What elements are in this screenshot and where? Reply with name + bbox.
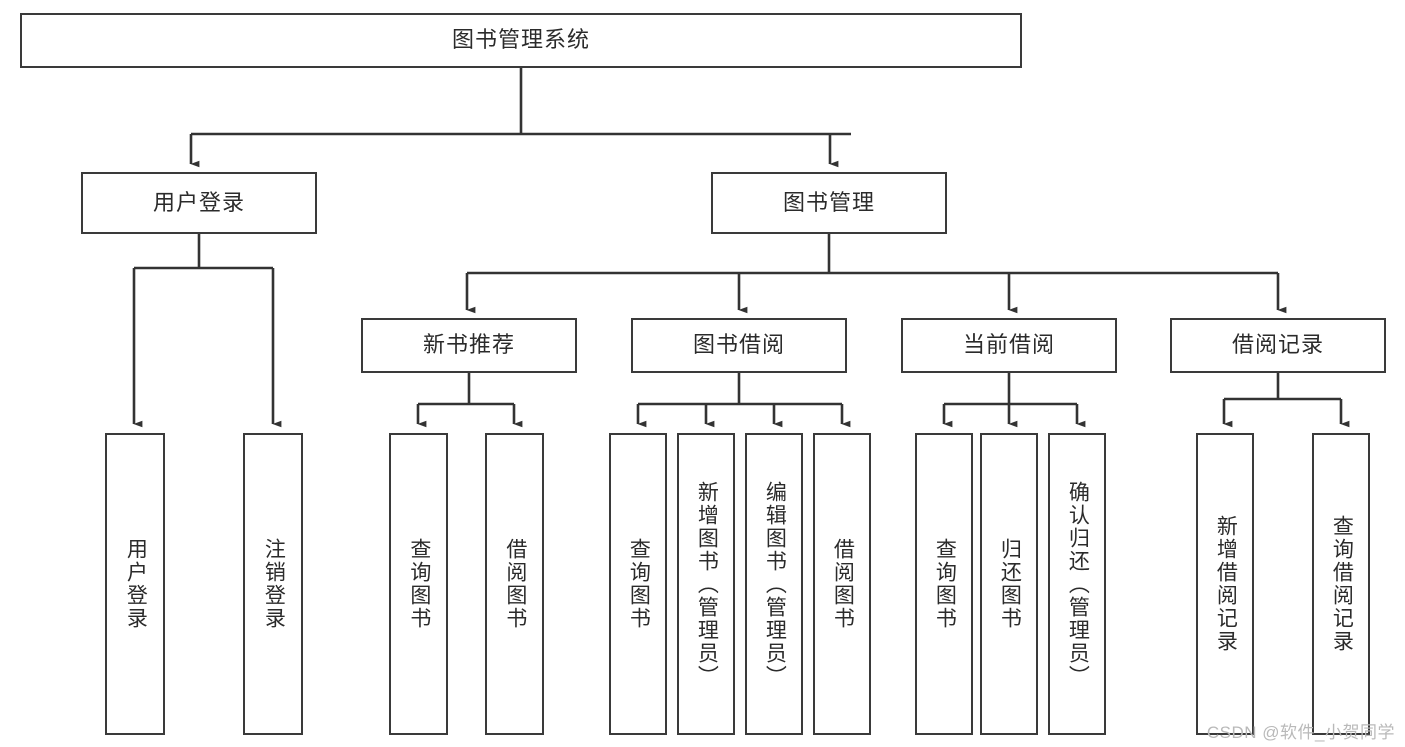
leaf-logout-login[interactable]: 注销登录 bbox=[243, 433, 303, 735]
node-borrow-record-label: 借阅记录 bbox=[1231, 332, 1324, 358]
node-user-login[interactable]: 用户登录 bbox=[81, 172, 317, 234]
leaf-edit-book-admin[interactable]: 编辑图书（管理员） bbox=[745, 433, 803, 735]
leaf-query-book-3[interactable]: 查询图书 bbox=[915, 433, 973, 735]
node-book-manage-label: 图书管理 bbox=[782, 189, 875, 215]
leaf-query-book-3-label: 查询图书 bbox=[933, 538, 957, 630]
leaf-add-book-admin[interactable]: 新增图书（管理员） bbox=[677, 433, 735, 735]
leaf-query-book-1-label: 查询图书 bbox=[407, 538, 431, 630]
node-book-borrow[interactable]: 图书借阅 bbox=[631, 318, 847, 373]
node-current-borrow[interactable]: 当前借阅 bbox=[901, 318, 1117, 373]
node-current-borrow-label: 当前借阅 bbox=[962, 332, 1055, 358]
node-root[interactable]: 图书管理系统 bbox=[20, 13, 1022, 68]
leaf-borrow-book-2-label: 借阅图书 bbox=[831, 538, 855, 630]
leaf-borrow-book-1-label: 借阅图书 bbox=[503, 538, 527, 630]
leaf-logout-login-label: 注销登录 bbox=[262, 538, 286, 630]
leaf-return-book-label: 归还图书 bbox=[998, 538, 1022, 630]
leaf-confirm-return-admin-label: 确认归还（管理员） bbox=[1066, 480, 1090, 688]
leaf-query-borrow-record[interactable]: 查询借阅记录 bbox=[1312, 433, 1370, 735]
leaf-return-book[interactable]: 归还图书 bbox=[980, 433, 1038, 735]
node-book-borrow-label: 图书借阅 bbox=[692, 332, 785, 358]
leaf-query-book-2[interactable]: 查询图书 bbox=[609, 433, 667, 735]
leaf-edit-book-admin-label: 编辑图书（管理员） bbox=[763, 480, 787, 688]
node-new-book-recommend-label: 新书推荐 bbox=[422, 332, 515, 358]
node-user-login-label: 用户登录 bbox=[152, 189, 245, 215]
leaf-add-borrow-record[interactable]: 新增借阅记录 bbox=[1196, 433, 1254, 735]
leaf-add-book-admin-label: 新增图书（管理员） bbox=[695, 480, 719, 688]
leaf-borrow-book-2[interactable]: 借阅图书 bbox=[813, 433, 871, 735]
leaf-user-login-label: 用户登录 bbox=[124, 538, 148, 630]
node-book-manage[interactable]: 图书管理 bbox=[711, 172, 947, 234]
leaf-confirm-return-admin[interactable]: 确认归还（管理员） bbox=[1048, 433, 1106, 735]
node-borrow-record[interactable]: 借阅记录 bbox=[1170, 318, 1386, 373]
leaf-query-book-2-label: 查询图书 bbox=[627, 538, 651, 630]
node-new-book-recommend[interactable]: 新书推荐 bbox=[361, 318, 577, 373]
leaf-query-book-1[interactable]: 查询图书 bbox=[389, 433, 448, 735]
leaf-add-borrow-record-label: 新增借阅记录 bbox=[1214, 515, 1238, 653]
leaf-borrow-book-1[interactable]: 借阅图书 bbox=[485, 433, 544, 735]
node-root-label: 图书管理系统 bbox=[451, 27, 590, 53]
leaf-query-borrow-record-label: 查询借阅记录 bbox=[1330, 515, 1354, 653]
leaf-user-login[interactable]: 用户登录 bbox=[105, 433, 165, 735]
